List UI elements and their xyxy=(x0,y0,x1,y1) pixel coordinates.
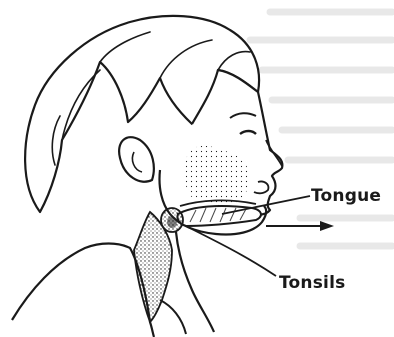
collar-line xyxy=(160,300,186,334)
ear xyxy=(119,137,154,182)
shoulder-outline xyxy=(12,244,154,337)
bleedthrough-text xyxy=(250,12,392,246)
tonsil-core xyxy=(167,216,177,228)
tonsils-pointer-line xyxy=(178,222,276,276)
tongue-label: Tongue xyxy=(311,186,381,206)
tonsils-label: Tonsils xyxy=(279,273,345,293)
neck-outline xyxy=(176,232,214,332)
airflow-arrow-icon xyxy=(266,221,334,231)
